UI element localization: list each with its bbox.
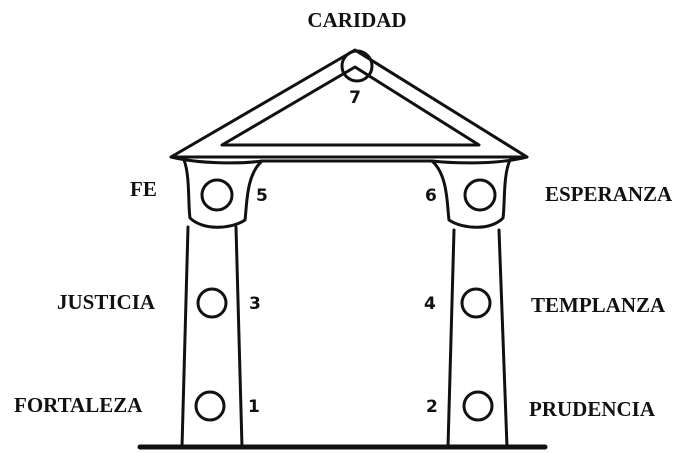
label-caridad: CARIDAD xyxy=(307,8,406,32)
label-justicia: JUSTICIA xyxy=(57,290,156,314)
circle-esperanza xyxy=(463,178,497,212)
number-fortaleza: 1 xyxy=(248,397,260,417)
number-templanza: 4 xyxy=(424,294,436,314)
label-fortaleza: FORTALEZA xyxy=(14,393,143,417)
label-fe: FE xyxy=(130,177,157,201)
circle-fe xyxy=(200,178,234,212)
number-prudencia: 2 xyxy=(426,397,438,417)
circle-fortaleza xyxy=(194,390,226,422)
circle-justicia xyxy=(196,287,228,319)
label-prudencia: PRUDENCIA xyxy=(529,397,656,421)
left-column xyxy=(180,158,264,449)
number-caridad: 7 xyxy=(349,88,361,108)
right-column xyxy=(430,158,512,449)
label-esperanza: ESPERANZA xyxy=(545,182,673,206)
label-templanza: TEMPLANZA xyxy=(531,293,666,317)
circle-caridad xyxy=(340,49,374,83)
pediment xyxy=(169,48,529,165)
circle-prudencia xyxy=(462,390,494,422)
circle-templanza xyxy=(460,287,492,319)
number-esperanza: 6 xyxy=(425,186,437,206)
number-fe: 5 xyxy=(256,186,268,206)
number-justicia: 3 xyxy=(249,294,261,314)
